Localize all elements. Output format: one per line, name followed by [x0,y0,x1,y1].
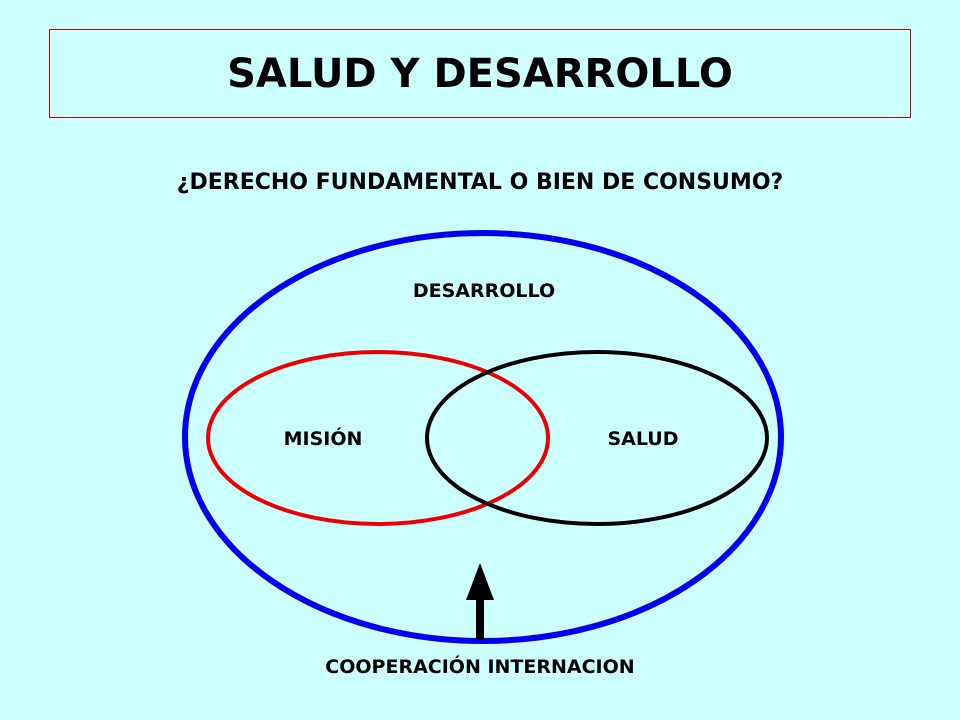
up-arrow-icon [466,563,494,640]
mision-ellipse [206,350,550,526]
slide-subtitle: ¿DERECHO FUNDAMENTAL O BIEN DE CONSUMO? [176,170,784,195]
title-box: SALUD Y DESARROLLO [49,29,911,118]
desarrollo-label: DESARROLLO [413,280,555,302]
mision-label: MISIÓN [284,426,363,450]
salud-label: SALUD [607,428,678,450]
cooperacion-label: COOPERACIÓN INTERNACION [325,654,634,678]
desarrollo-ellipse [182,230,784,644]
slide-title: SALUD Y DESARROLLO [227,50,733,97]
salud-ellipse [425,350,769,526]
